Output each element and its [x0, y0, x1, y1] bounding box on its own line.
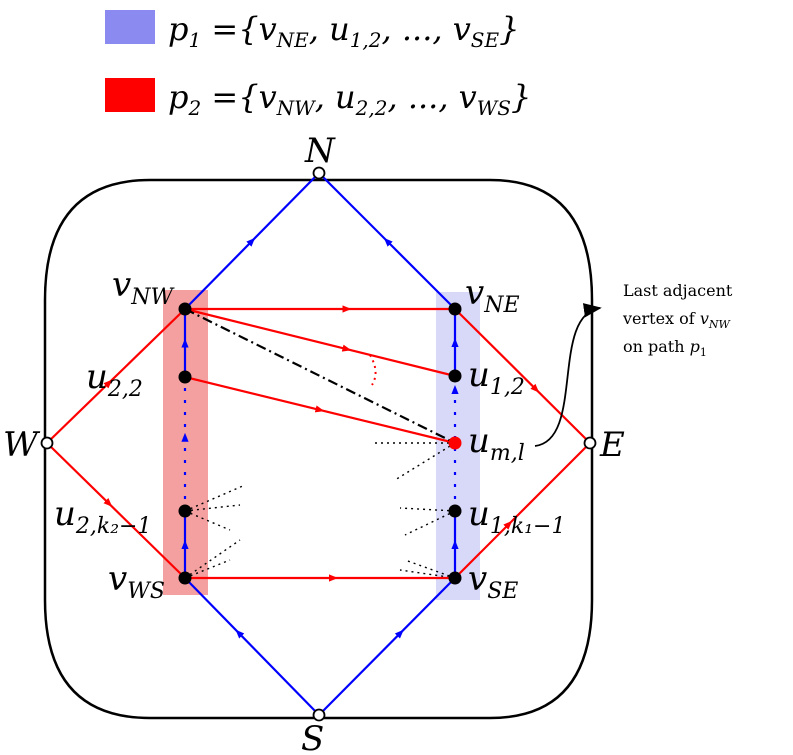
vertex-label-vNE: vNE [465, 273, 520, 318]
angle-arc [369, 354, 377, 386]
annotation-pointer [534, 303, 602, 447]
red-edge [454, 308, 591, 444]
edges [46, 172, 591, 716]
svg-text:on path p1: on path p1 [623, 337, 707, 359]
outer-boundary [43, 178, 594, 720]
legend-text: WS [477, 96, 511, 120]
legend-text: , ..., v [382, 10, 471, 48]
svg-text:vertex of vNW: vertex of vNW [622, 309, 731, 331]
vertex-u1k [448, 504, 462, 518]
blue-edge [318, 577, 456, 716]
vertex-label-u1k: u1,k₁−1 [468, 494, 565, 539]
dash-dot-edge [184, 308, 456, 444]
vertex-label-E: E [599, 425, 625, 465]
annotation-line2: vertex of [622, 309, 700, 328]
svg-text:Last adjacent: Last adjacent [623, 281, 733, 300]
red-edge [454, 442, 591, 579]
vertex-vNE [448, 302, 462, 316]
legend-swatch [105, 10, 155, 44]
annotation: Last adjacent vertex of vNW on path p1 [622, 281, 733, 359]
vertex-u12 [448, 369, 462, 383]
dotted-adjacency-line [184, 510, 231, 531]
nodes [40, 166, 597, 722]
legend-text: 1 [188, 28, 201, 52]
legend-text: ={v [201, 10, 276, 48]
vertex-label-u2k: u2,k₂−1 [54, 494, 151, 539]
red-edge [184, 375, 456, 445]
legend-swatch [105, 78, 155, 112]
dotted-adjacency-line [184, 539, 241, 579]
dotted-adjacency-line [184, 484, 246, 512]
legend-text: 2,2 [355, 96, 388, 120]
legend-label: p1 ={vNE, u1,2, ..., vSE} [168, 10, 519, 52]
vertex-label-u22: u2,2 [86, 357, 143, 402]
annotation-sub: NW [708, 318, 732, 331]
vertex-u22 [178, 370, 192, 384]
vertex-label-u12: u1,2 [468, 355, 525, 400]
legend-text: NW [276, 96, 317, 120]
legend-text: , ..., v [387, 78, 476, 116]
legend-text: } [499, 10, 519, 48]
terminal-vertex-E [583, 436, 597, 450]
terminal-vertex-S [312, 708, 326, 722]
legend-text: 1,2 [350, 28, 382, 52]
vertex-u2k [178, 504, 192, 518]
red-edge [46, 442, 186, 579]
vertex-vNW [178, 302, 192, 316]
legend-text: p [168, 10, 188, 48]
vertex-label-W: W [3, 425, 41, 465]
legend-text: 2 [187, 96, 201, 120]
legend-text: ={v [201, 78, 276, 116]
blue-edge [184, 172, 320, 310]
annotation-sub: 1 [700, 346, 707, 359]
annotation-line1: Last adjacent [623, 281, 733, 300]
blue-edge [318, 172, 456, 310]
vertex-label-vWS: vWS [108, 559, 165, 604]
terminal-vertex-N [312, 166, 326, 180]
legend-text: SE [471, 28, 500, 52]
legend-text: p [168, 78, 188, 116]
annotation-math: p [690, 337, 700, 356]
blue-edge [184, 577, 320, 716]
terminal-vertex-W [40, 436, 54, 450]
dotted-adjacency-line [184, 559, 231, 579]
legend-label: p2 ={vNW, u2,2, ..., vWS} [168, 78, 531, 120]
vertex-label-S: S [301, 719, 324, 755]
vertex-vSE [448, 571, 462, 585]
vertex-uml [448, 436, 462, 450]
vertex-vWS [178, 571, 192, 585]
vertex-label-uml: um,l [468, 421, 525, 466]
vertex-label-vNW: vNW [112, 265, 175, 310]
legend-text: , u [315, 78, 356, 116]
annotation-math: v [700, 309, 709, 328]
legend: p1 ={vNE, u1,2, ..., vSE}p2 ={vNW, u2,2,… [105, 10, 531, 120]
legend-text: NE [276, 28, 310, 52]
legend-text: } [511, 78, 531, 116]
vertex-label-vSE: vSE [468, 559, 518, 604]
red-edge [184, 307, 456, 378]
legend-text: , u [309, 10, 350, 48]
annotation-line3: on path [623, 337, 690, 356]
vertex-label-N: N [304, 131, 336, 171]
red-edge [46, 308, 186, 444]
